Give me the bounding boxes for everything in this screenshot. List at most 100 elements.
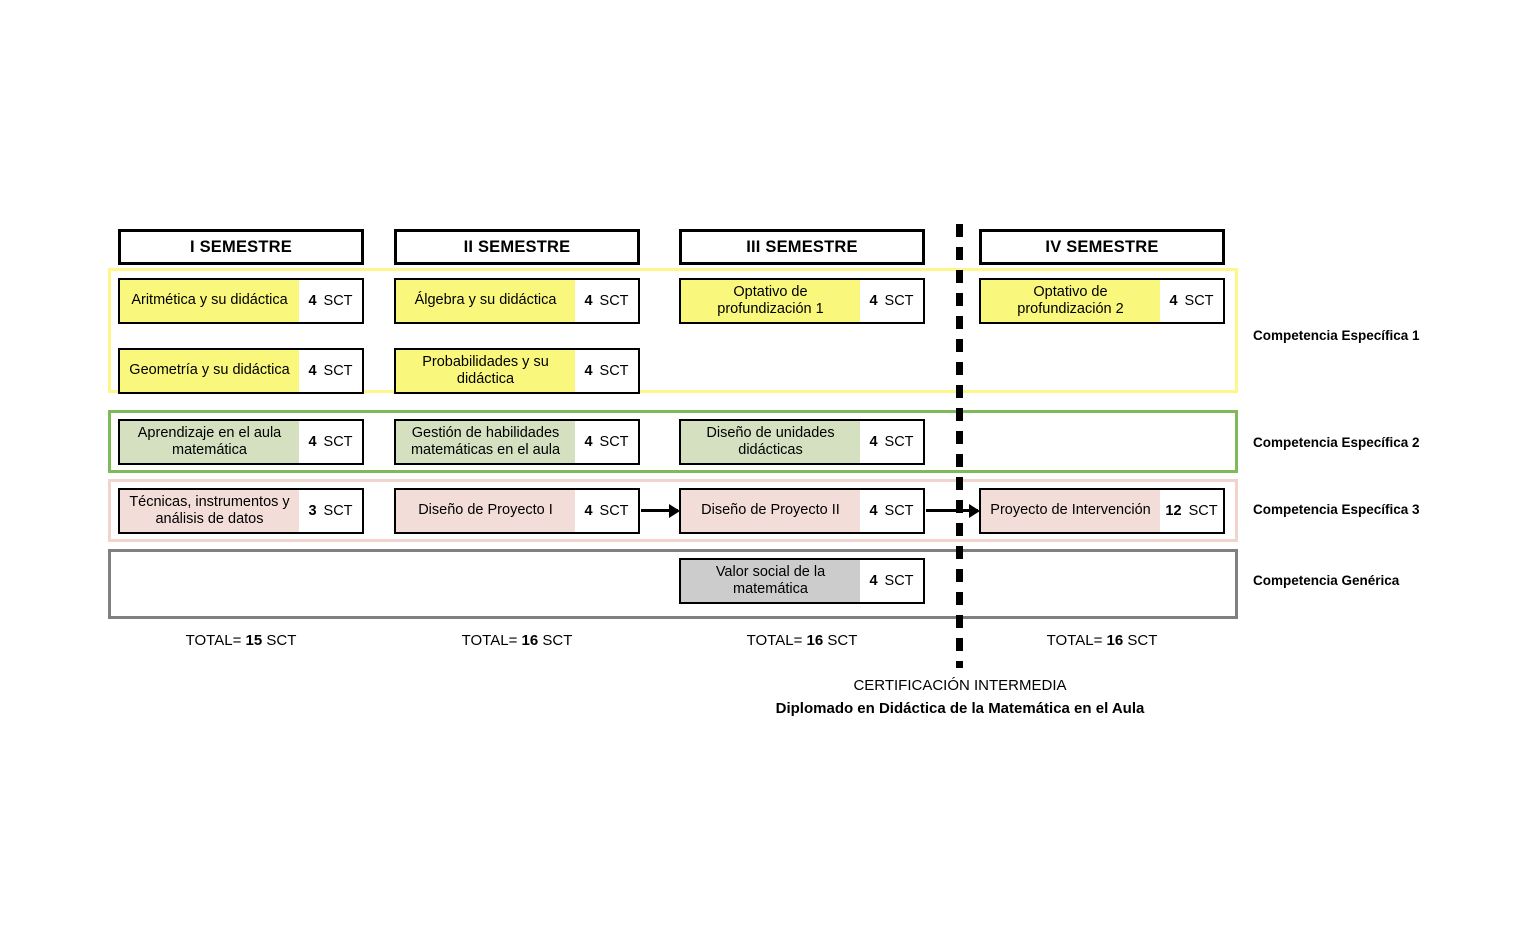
credit-value: 12 [1165, 503, 1182, 519]
course-box-probabilidades[interactable]: Probabilidades y su didáctica 4 SCT [394, 348, 640, 394]
credit-value: 3 [308, 503, 317, 519]
course-box-proyecto-intervencion[interactable]: Proyecto de Intervención 12 SCT [979, 488, 1225, 534]
credit-value: 4 [584, 363, 593, 379]
credit-unit: SCT [599, 363, 629, 379]
credit-unit: SCT [323, 293, 353, 309]
total-semester-2: TOTAL= 16 SCT [394, 632, 640, 649]
credit-unit: SCT [599, 434, 629, 450]
course-name: Diseño de unidades didácticas [681, 421, 860, 463]
course-credits: 4 SCT [860, 421, 923, 463]
arrow-proyecto2-to-intervencion [926, 509, 978, 512]
total-prefix: TOTAL= [1046, 632, 1103, 649]
course-box-gestion-habilidades[interactable]: Gestión de habilidades matemáticas en el… [394, 419, 640, 465]
arrow-proyecto1-to-proyecto2 [641, 509, 678, 512]
course-name: Diseño de Proyecto II [681, 490, 860, 532]
intermediate-certification-divider [956, 224, 963, 668]
competency-label-especifica-1: Competencia Específica 1 [1253, 328, 1420, 343]
semester-header-4: IV SEMESTRE [979, 229, 1225, 265]
semester-header-label: III SEMESTRE [746, 237, 858, 256]
course-box-valor-social[interactable]: Valor social de la matemática 4 SCT [679, 558, 925, 604]
credit-value: 4 [869, 573, 878, 589]
course-name: Probabilidades y su didáctica [396, 350, 575, 392]
course-name: Optativo de profundización 1 [681, 280, 860, 322]
course-credits: 12 SCT [1160, 490, 1223, 532]
group-frame-competencia-especifica-1 [108, 268, 1238, 393]
total-prefix: TOTAL= [461, 632, 518, 649]
competency-label-especifica-2: Competencia Específica 2 [1253, 435, 1420, 450]
credit-value: 4 [308, 434, 317, 450]
course-box-diseno-unidades[interactable]: Diseño de unidades didácticas 4 SCT [679, 419, 925, 465]
credit-value: 4 [584, 434, 593, 450]
semester-header-label: II SEMESTRE [463, 237, 571, 256]
course-credits: 4 SCT [1160, 280, 1223, 322]
course-box-optativo-2[interactable]: Optativo de profundización 2 4 SCT [979, 278, 1225, 324]
course-box-algebra[interactable]: Álgebra y su didáctica 4 SCT [394, 278, 640, 324]
credit-value: 4 [308, 293, 317, 309]
credit-unit: SCT [599, 503, 629, 519]
course-name: Valor social de la matemática [681, 560, 860, 602]
course-credits: 4 SCT [299, 350, 362, 392]
group-frame-competencia-generica [108, 549, 1238, 619]
course-credits: 4 SCT [575, 280, 638, 322]
course-name: Geometría y su didáctica [120, 350, 299, 392]
credit-unit: SCT [1184, 293, 1214, 309]
course-box-optativo-1[interactable]: Optativo de profundización 1 4 SCT [679, 278, 925, 324]
total-semester-4: TOTAL= 16 SCT [979, 632, 1225, 649]
course-credits: 4 SCT [575, 350, 638, 392]
credit-unit: SCT [323, 434, 353, 450]
course-credits: 4 SCT [860, 560, 923, 602]
course-box-diseno-proyecto-2[interactable]: Diseño de Proyecto II 4 SCT [679, 488, 925, 534]
course-credits: 4 SCT [575, 421, 638, 463]
certification-title: CERTIFICACIÓN INTERMEDIA [853, 677, 1067, 694]
total-value: 15 [245, 632, 263, 649]
course-box-tecnicas-instrumentos[interactable]: Técnicas, instrumentos y análisis de dat… [118, 488, 364, 534]
credit-unit: SCT [599, 293, 629, 309]
course-box-geometria[interactable]: Geometría y su didáctica 4 SCT [118, 348, 364, 394]
course-name: Técnicas, instrumentos y análisis de dat… [120, 490, 299, 532]
total-prefix: TOTAL= [746, 632, 803, 649]
semester-header-1: I SEMESTRE [118, 229, 364, 265]
total-unit: SCT [1127, 632, 1158, 649]
course-name: Optativo de profundización 2 [981, 280, 1160, 322]
credit-value: 4 [869, 293, 878, 309]
credit-value: 4 [869, 434, 878, 450]
credit-unit: SCT [884, 293, 914, 309]
credit-value: 4 [584, 293, 593, 309]
course-credits: 4 SCT [299, 421, 362, 463]
credit-unit: SCT [884, 434, 914, 450]
course-name: Proyecto de Intervención [981, 490, 1160, 532]
competency-label-generica: Competencia Genérica [1253, 573, 1400, 588]
total-unit: SCT [542, 632, 573, 649]
course-box-diseno-proyecto-1[interactable]: Diseño de Proyecto I 4 SCT [394, 488, 640, 534]
group-frame-competencia-especifica-3 [108, 479, 1238, 542]
certification-subtitle: Diplomado en Didáctica de la Matemática … [775, 700, 1145, 717]
credit-unit: SCT [884, 503, 914, 519]
credit-value: 4 [584, 503, 593, 519]
total-value: 16 [521, 632, 539, 649]
credit-value: 4 [308, 363, 317, 379]
course-credits: 4 SCT [575, 490, 638, 532]
course-name: Aprendizaje en el aula matemática [120, 421, 299, 463]
semester-header-label: I SEMESTRE [190, 237, 292, 256]
total-value: 16 [1106, 632, 1124, 649]
course-name: Álgebra y su didáctica [396, 280, 575, 322]
total-value: 16 [806, 632, 824, 649]
semester-header-label: IV SEMESTRE [1045, 237, 1159, 256]
course-credits: 4 SCT [860, 280, 923, 322]
course-name: Aritmética y su didáctica [120, 280, 299, 322]
course-box-aprendizaje-aula[interactable]: Aprendizaje en el aula matemática 4 SCT [118, 419, 364, 465]
course-credits: 4 SCT [299, 280, 362, 322]
semester-header-2: II SEMESTRE [394, 229, 640, 265]
total-semester-3: TOTAL= 16 SCT [679, 632, 925, 649]
total-unit: SCT [266, 632, 297, 649]
course-box-aritmetica[interactable]: Aritmética y su didáctica 4 SCT [118, 278, 364, 324]
course-name: Diseño de Proyecto I [396, 490, 575, 532]
total-semester-1: TOTAL= 15 SCT [118, 632, 364, 649]
total-prefix: TOTAL= [185, 632, 242, 649]
semester-header-3: III SEMESTRE [679, 229, 925, 265]
total-unit: SCT [827, 632, 858, 649]
group-frame-competencia-especifica-2 [108, 410, 1238, 473]
credit-value: 4 [869, 503, 878, 519]
competency-label-especifica-3: Competencia Específica 3 [1253, 502, 1420, 517]
